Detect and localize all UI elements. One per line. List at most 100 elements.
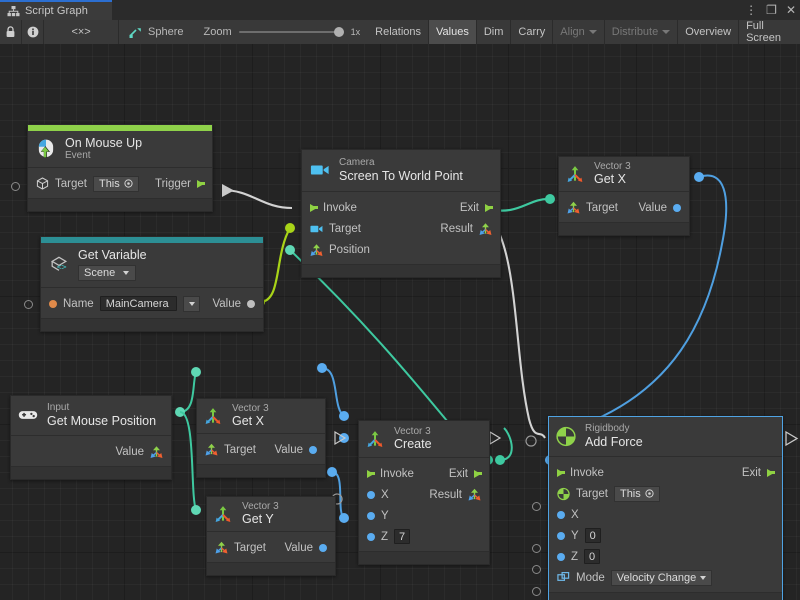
y-external-port[interactable] [532,544,541,553]
variable-name-dropdown-button[interactable] [183,295,201,312]
node-vector3-create[interactable]: Vector 3 Create Invoke Exit X Result [358,420,490,566]
y-value-field[interactable]: 0 [584,528,601,544]
label: Relations [375,26,422,38]
row-target-result[interactable]: Target Result [302,218,500,239]
trigger-port-icon[interactable] [197,179,205,188]
name-external-port[interactable] [24,300,33,309]
z-value-field[interactable]: 0 [584,549,601,565]
row-y[interactable]: Y [359,505,489,526]
name-label: Name [63,297,94,310]
node-on-mouse-up[interactable]: On Mouse Up Event Target This [11,124,213,213]
row-invoke-exit[interactable]: Invoke Exit [302,197,500,218]
node-title: Get X [594,172,626,187]
row-y[interactable]: Y 0 [549,525,782,546]
value-output-port[interactable] [247,299,255,308]
gamepad-icon [18,405,38,425]
toolbar-button-distribute[interactable]: Distribute [605,20,679,44]
row-target-value[interactable]: Target Value [197,439,325,460]
target-pick-icon [124,179,133,188]
x-label: X [571,508,579,521]
toolbar-button-relations[interactable]: Relations [368,20,430,44]
name-input-port[interactable] [49,299,57,308]
invoke-port-icon[interactable] [557,468,565,477]
value-output-port[interactable] [673,203,681,212]
node-get-variable[interactable]: <> Get Variable Scene Name [24,236,264,332]
row-target-value[interactable]: Target Value [559,197,689,218]
row-target[interactable]: Target This Trigger [28,173,212,194]
row-target[interactable]: Target This [549,483,782,504]
node-footer [41,318,263,331]
toolbar-button-overview[interactable]: Overview [678,20,740,44]
node-vector3-get-x[interactable]: Vector 3 Get X Target Value [196,398,326,479]
exit-port-icon[interactable] [767,468,775,477]
invoke-port-icon[interactable] [310,203,318,212]
row-value[interactable]: Value [11,441,171,462]
x-input-port[interactable] [557,510,565,519]
toolbar-button-align[interactable]: Align [553,20,605,44]
toolbar-button-values[interactable]: Values [429,20,477,44]
zoom-slider[interactable] [238,26,344,38]
zoom-slider-knob[interactable] [333,27,344,37]
value-output-port[interactable] [309,445,317,454]
code-angle-brackets-icon[interactable]: <×> [44,20,120,44]
target-picker[interactable]: This [92,175,139,192]
tab-label: Script Graph [25,5,88,17]
node-vector3-get-y[interactable]: Vector 3 Get Y Target Value [206,496,336,577]
row-z[interactable]: Z 7 [359,526,489,547]
toolbar-button-carry[interactable]: Carry [511,20,554,44]
node-vector3-get-x-top[interactable]: Vector 3 Get X Target Value [558,156,690,237]
zoom-control[interactable]: Zoom 1x [196,20,369,44]
kebab-menu-icon[interactable]: ⋮ [745,3,758,17]
y-input-port[interactable] [367,511,375,520]
mode-dropdown[interactable]: Velocity Change [610,569,713,586]
z-input-port[interactable] [367,532,375,541]
node-screen-to-world-point[interactable]: Camera Screen To World Point Invoke Exit… [301,149,501,279]
node-rigidbody-add-force[interactable]: Rigidbody Add Force Invoke Exit [532,416,783,600]
row-z[interactable]: Z 0 [549,546,782,567]
scope-value: Scene [84,266,116,279]
row-invoke-exit[interactable]: Invoke Exit [549,462,782,483]
mode-external-port[interactable] [532,587,541,596]
target-input-port[interactable] [11,182,20,191]
node-input-get-mouse-position[interactable]: Input Get Mouse Position Value [10,395,172,481]
maximize-icon[interactable]: ❐ [766,3,777,17]
zoom-slider-track [238,31,344,33]
row-invoke-exit[interactable]: Invoke Exit [359,463,489,484]
row-x[interactable]: X [549,504,782,525]
toolbar-button-dim[interactable]: Dim [477,20,512,44]
row-name[interactable]: Name MainCamera Value [41,293,263,314]
row-target-value[interactable]: Target Value [207,537,335,558]
chevron-down-icon [662,30,671,34]
node-title-group: Rigidbody Add Force [585,423,643,449]
target-picker[interactable]: This [613,485,660,502]
exit-port-icon[interactable] [474,469,482,478]
wire-endpoint [339,513,349,523]
graph-canvas[interactable]: On Mouse Up Event Target This [0,44,800,600]
position-label: Position [329,243,370,256]
graph-object-field[interactable]: Sphere [119,20,195,44]
x-external-port[interactable] [532,502,541,511]
toolbar-button-full-screen[interactable]: Full Screen [739,20,800,44]
x-input-port[interactable] [367,490,375,499]
variable-name-field[interactable]: MainCamera [99,296,178,311]
wire-object-maincamera [259,227,291,304]
tab-script-graph[interactable]: Script Graph [0,0,112,20]
z-value: 7 [399,530,406,543]
z-external-port[interactable] [532,565,541,574]
close-icon[interactable]: ✕ [785,3,796,17]
scope-dropdown[interactable]: Scene [78,265,136,281]
z-input-port[interactable] [557,552,565,561]
relay-arrow-hollow-exit [489,430,502,446]
node-body: Invoke Exit Target Result [302,192,500,265]
wire-endpoint [285,223,295,233]
row-mode[interactable]: Mode Velocity Change [549,567,782,588]
invoke-port-icon[interactable] [367,469,375,478]
z-value-field[interactable]: 7 [394,529,411,545]
value-output-port[interactable] [319,543,327,552]
y-input-port[interactable] [557,531,565,540]
exit-port-icon[interactable] [485,203,493,212]
lock-icon[interactable] [0,20,23,44]
row-position[interactable]: Position [302,239,500,260]
row-x-result[interactable]: X Result [359,484,489,505]
info-icon[interactable] [22,20,45,44]
